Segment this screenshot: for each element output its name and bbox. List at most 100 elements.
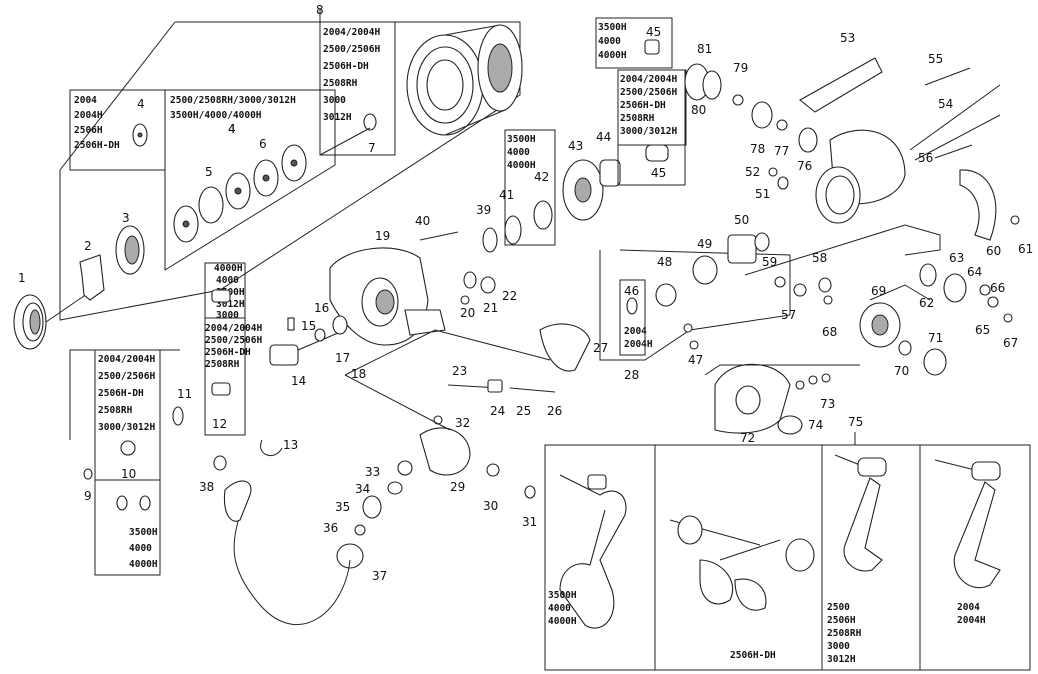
part-label: 49 bbox=[697, 237, 712, 251]
part-label: 18 bbox=[351, 367, 366, 381]
box-line: 2500/2506H bbox=[205, 335, 262, 346]
part-label: 44 bbox=[596, 130, 611, 144]
box-line: 3000 bbox=[827, 641, 850, 652]
part-label: 4 bbox=[228, 122, 236, 136]
part-label: 79 bbox=[733, 61, 748, 75]
box-line: 4000H bbox=[129, 559, 158, 570]
left-list-box: 2004/2004H 2500/2506H 2506H-DH 2508RH 30… bbox=[69, 349, 180, 576]
part-label: 21 bbox=[483, 301, 498, 315]
bail-drawing bbox=[213, 323, 591, 626]
box-line: 2508RH bbox=[205, 359, 240, 370]
part-label: 12 bbox=[212, 417, 227, 431]
part-label: 50 bbox=[734, 213, 749, 227]
part-label: 34 bbox=[355, 482, 370, 496]
part-label: 30 bbox=[483, 499, 498, 513]
part-label: 73 bbox=[820, 397, 835, 411]
part-label: 68 bbox=[822, 325, 837, 339]
box-line: 2506H-DH bbox=[323, 61, 369, 72]
box-line: 2004 bbox=[74, 95, 97, 106]
part-label: 46 bbox=[624, 284, 639, 298]
part-label: 38 bbox=[199, 480, 214, 494]
box-line: 3012H bbox=[323, 112, 352, 123]
part-label: 19 bbox=[375, 229, 390, 243]
part-label: 14 bbox=[291, 374, 306, 388]
body-cover-drawing bbox=[704, 363, 860, 435]
part-label: 35 bbox=[335, 500, 350, 514]
box-line: 4000H bbox=[214, 263, 243, 274]
box-line: 2508RH bbox=[827, 628, 862, 639]
box-line: 4000H bbox=[507, 160, 536, 171]
box-line: 2506H-DH bbox=[205, 347, 251, 358]
part-label: 65 bbox=[975, 323, 990, 337]
box-line: 3000 bbox=[216, 310, 239, 321]
part-label: 74 bbox=[808, 418, 823, 432]
part-label: 48 bbox=[657, 255, 672, 269]
handle-panels: 3500H 4000 4000H 2506H-DH 2500 2506H 250… bbox=[544, 432, 1031, 671]
handle-c-drawing bbox=[834, 454, 887, 572]
spool-2500-box: 2500/2508RH/3000/3012H 3500H/4000/4000H bbox=[164, 89, 336, 271]
part-number-callouts: 1 2 3 4 4 4 5 6 7 8 9 10 11 12 13 14 15 … bbox=[18, 3, 1033, 583]
box-line: 4000 bbox=[507, 147, 530, 158]
spool-ring-box: 2004/2004H 2500/2506H 2506H-DH 2508RH 30… bbox=[319, 21, 396, 156]
handle-d-drawing bbox=[934, 459, 1001, 589]
box-line: 4000 bbox=[129, 543, 152, 554]
box-line: 2500/2506H bbox=[323, 44, 380, 55]
shaft-boxes: 4000H 4000 3500H 3012H 3000 2004/2004H 2… bbox=[204, 262, 262, 436]
box-line: 2004/2004H bbox=[98, 354, 155, 365]
part-label: 59 bbox=[762, 255, 777, 269]
part-label: 80 bbox=[691, 103, 706, 117]
box-line: 2500/2506H bbox=[620, 87, 677, 98]
box-line: 4000 bbox=[598, 36, 621, 47]
part-label: 66 bbox=[990, 281, 1005, 295]
box-line: 4000H bbox=[598, 50, 627, 61]
part-label: 25 bbox=[516, 404, 531, 418]
box-line: 2506H-DH bbox=[730, 650, 776, 661]
box-line: 2506H bbox=[827, 615, 856, 626]
body-drawing bbox=[684, 57, 1020, 241]
part-label: 40 bbox=[415, 214, 430, 228]
box-line: 2508RH bbox=[98, 405, 133, 416]
part-label: 53 bbox=[840, 31, 855, 45]
part-label: 11 bbox=[177, 387, 192, 401]
box-line: 2506H-DH bbox=[98, 388, 144, 399]
box-line: 2500/2506H bbox=[98, 371, 155, 382]
spool-washers bbox=[173, 113, 377, 243]
part-label: 78 bbox=[750, 142, 765, 156]
box-line: 2004 bbox=[624, 326, 647, 337]
part-label: 6 bbox=[259, 137, 267, 151]
rotor-parts bbox=[419, 144, 669, 305]
part-label: 27 bbox=[593, 341, 608, 355]
box-line: 2500/2508RH/3000/3012H bbox=[170, 95, 296, 106]
box-line: 2004/2004H bbox=[620, 74, 677, 85]
part-label: 51 bbox=[755, 187, 770, 201]
spool-drawing bbox=[406, 24, 523, 136]
handle-a-drawing bbox=[559, 474, 627, 629]
part-label: 76 bbox=[797, 159, 812, 173]
part-label: 81 bbox=[697, 42, 712, 56]
box-line: 2004H bbox=[624, 339, 653, 350]
part-label: 4 bbox=[137, 97, 145, 111]
pinion-drawing: 2004 2004H bbox=[599, 224, 1013, 376]
part-label: 22 bbox=[502, 289, 517, 303]
part-label: 4 bbox=[228, 122, 236, 136]
box-line: 2508RH bbox=[323, 78, 358, 89]
part-label: 69 bbox=[871, 284, 886, 298]
part-label: 58 bbox=[812, 251, 827, 265]
box-line: 2506H-DH bbox=[620, 100, 666, 111]
part-label: 60 bbox=[986, 244, 1001, 258]
part-label: 57 bbox=[781, 308, 796, 322]
part-label: 3 bbox=[122, 211, 130, 225]
box-line: 3000/3012H bbox=[620, 126, 677, 137]
part-label: 10 bbox=[121, 467, 136, 481]
part-label: 26 bbox=[547, 404, 562, 418]
part-label: 39 bbox=[476, 203, 491, 217]
box-line: 4000 bbox=[548, 603, 571, 614]
part-label: 13 bbox=[283, 438, 298, 452]
box-line: 3012H bbox=[827, 654, 856, 665]
box-line: 3500H bbox=[548, 590, 577, 601]
part-label: 72 bbox=[740, 431, 755, 445]
box-line: 4000 bbox=[216, 275, 239, 286]
part-label: 33 bbox=[365, 465, 380, 479]
part-label: 47 bbox=[688, 353, 703, 367]
